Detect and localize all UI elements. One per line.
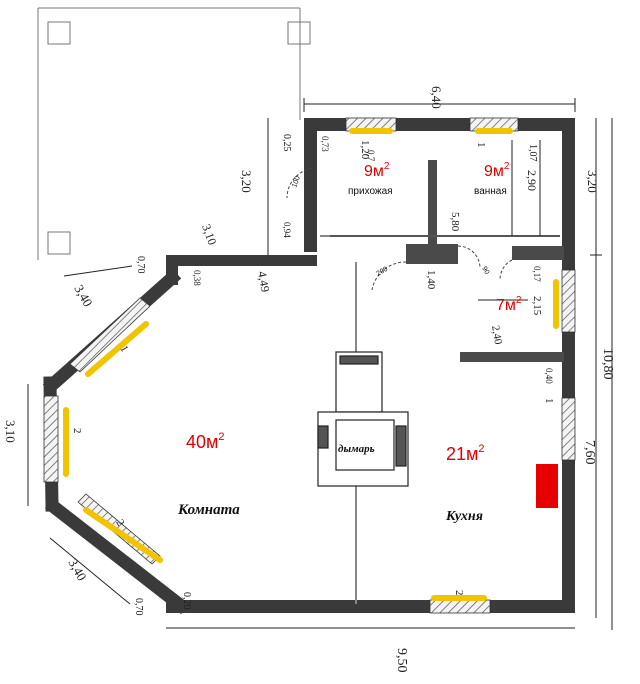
stove <box>536 464 558 508</box>
door-label-100: 100 <box>291 175 302 188</box>
interior-walls <box>406 160 564 362</box>
dim-025: 0,25 <box>281 134 292 152</box>
dim-partition: 5,80 <box>449 212 461 232</box>
dim-left-middle: 3,10 <box>3 420 18 443</box>
dim-hall-depth: 2,90 <box>525 170 539 191</box>
dim-073: 0,73 <box>320 136 330 152</box>
small-room-area: 7м2 <box>496 295 522 314</box>
dim-entry-height: 3,20 <box>239 170 254 193</box>
bath-area: 9м2 <box>484 161 510 180</box>
dim-094: 0,94 <box>282 222 292 238</box>
dim-hall-door: 1,20 <box>359 140 371 160</box>
dim-right-total: 10,80 <box>600 348 615 380</box>
door-label-200: 200 <box>376 266 390 278</box>
dim-bottom-win: 2 <box>453 590 465 596</box>
dim-040: 0,40 <box>544 368 554 384</box>
dim-win-bath: 1 <box>475 142 487 148</box>
dim-bath-door: 1,40 <box>425 270 437 290</box>
dim-07: 0,7 <box>366 150 376 162</box>
dim-right-top: 3,20 <box>585 170 600 193</box>
dim-entry-top: 3,10 <box>199 222 219 247</box>
dim-left-top-small: 0,70 <box>135 256 146 274</box>
radiators <box>63 128 559 601</box>
dimension-lines <box>27 98 613 630</box>
dim-small-width: 2,40 <box>489 324 504 346</box>
dim-017: 0,17 <box>532 266 542 282</box>
hall-name: прихожая <box>348 186 393 197</box>
dim-020: 0,20 <box>181 592 192 610</box>
room-labels: 9м2 прихожая 9м2 ванная 7м2 40м2 Комната… <box>177 161 522 524</box>
dim-kitchen-win: 1 <box>543 398 555 404</box>
dim-living-top: 4,49 <box>255 270 272 293</box>
dim-left-upper: 3,40 <box>71 282 95 309</box>
living-name: Комната <box>177 502 240 518</box>
door-label-90: 90 <box>480 266 490 276</box>
kitchen-name: Кухня <box>445 509 483 524</box>
kitchen-area: 21м2 <box>446 443 485 464</box>
bath-name: ванная <box>474 186 507 197</box>
dim-right-bottom: 7,60 <box>582 440 597 465</box>
dim-left-win-1: 1 <box>117 344 130 355</box>
dimension-texts: 6,40 3,20 10,80 7,60 9,50 3,20 3,10 4,49… <box>3 86 615 673</box>
chimney-label: дымарь <box>338 443 375 455</box>
dim-left-bottom-small: 0,70 <box>133 598 144 616</box>
dim-038: 0,38 <box>192 270 202 286</box>
porch-outline <box>37 7 311 260</box>
dim-left-win-3: 2 <box>113 518 126 529</box>
dim-small-side: 1,07 <box>527 144 538 162</box>
dim-left-win-2: 2 <box>71 428 83 434</box>
hall-area: 9м2 <box>364 161 390 180</box>
door-swings <box>286 167 513 291</box>
chimney-block <box>317 351 409 487</box>
living-area: 40м2 <box>186 431 225 452</box>
dim-small-depth: 2,15 <box>531 296 543 316</box>
dim-top-width: 6,40 <box>429 86 444 109</box>
dim-bottom-width: 9,50 <box>394 648 409 673</box>
dim-left-lower: 3,40 <box>65 556 89 583</box>
